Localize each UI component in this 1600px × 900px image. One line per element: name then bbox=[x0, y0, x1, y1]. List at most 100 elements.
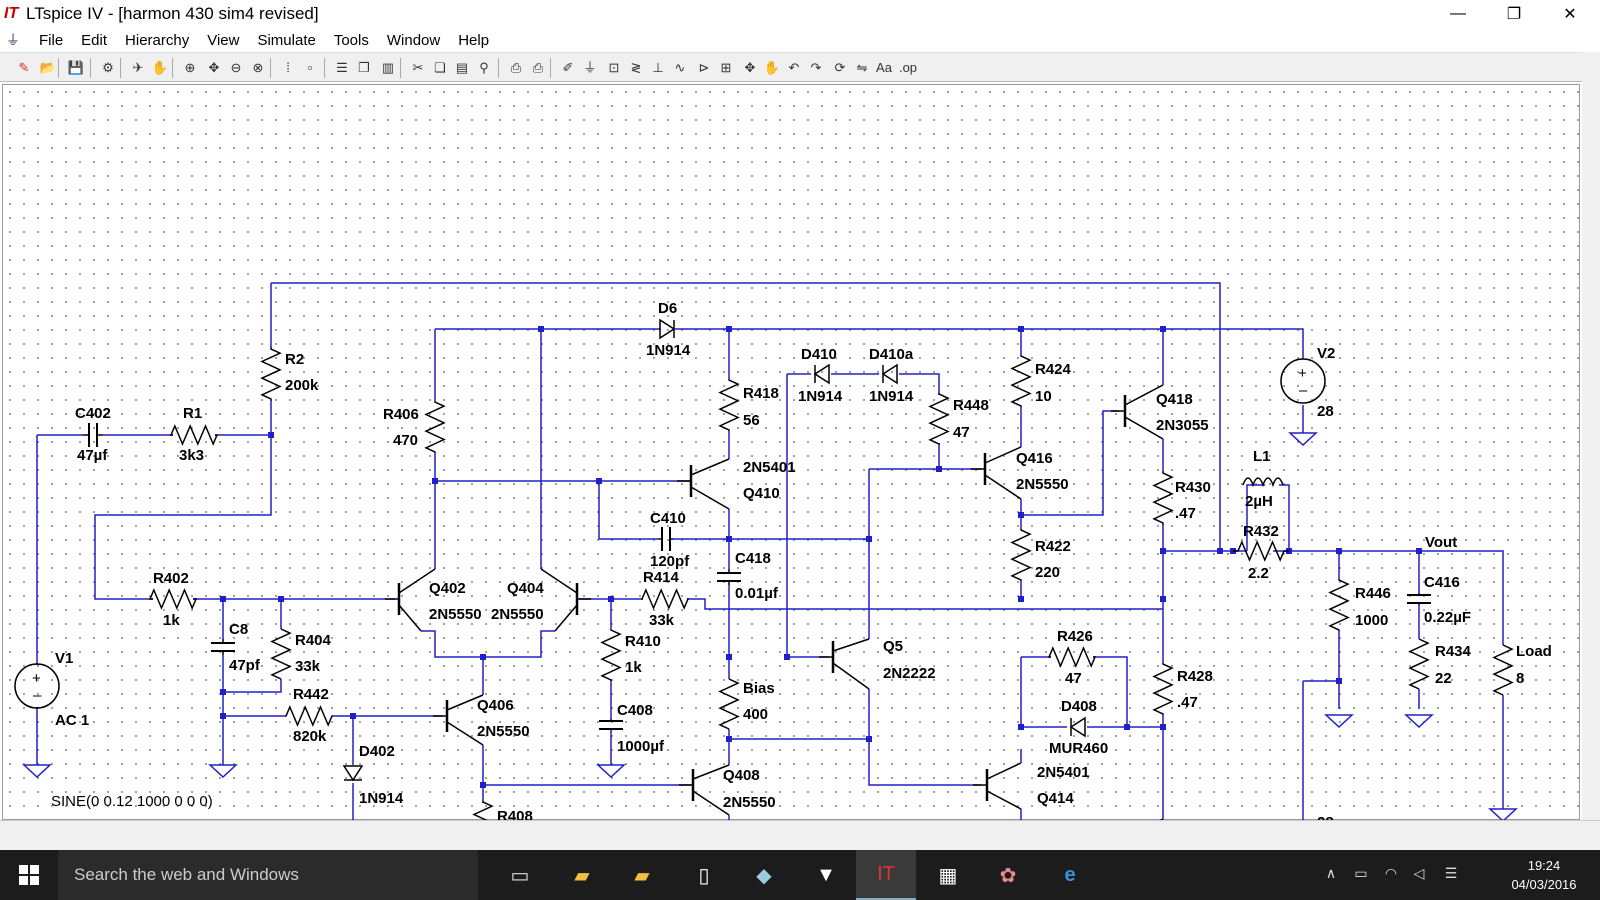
resistor-icon[interactable]: ≷ bbox=[630, 60, 642, 75]
component-icon[interactable]: ⊞ bbox=[720, 60, 732, 75]
menu-edit[interactable]: Edit bbox=[81, 31, 108, 49]
tile-horizontal-icon[interactable]: ☰ bbox=[336, 60, 348, 75]
junction-dot[interactable] bbox=[1018, 596, 1024, 602]
transistor-q408[interactable] bbox=[692, 764, 730, 780]
resistor-r428[interactable] bbox=[1152, 663, 1174, 715]
junction-dot[interactable] bbox=[1160, 326, 1166, 332]
wire[interactable] bbox=[899, 373, 940, 395]
save-icon[interactable]: 💾 bbox=[67, 60, 85, 75]
capacitor-icon[interactable]: ⊥ bbox=[652, 60, 664, 75]
transistor-q406[interactable] bbox=[446, 694, 484, 711]
spice-directive[interactable]: SINE(0 0.12 1000 0 0 0) bbox=[51, 793, 213, 810]
fit-icon[interactable]: ▫ bbox=[307, 60, 313, 75]
minimize-button[interactable]: — bbox=[1450, 5, 1466, 22]
voltage-source-v2[interactable]: – bbox=[1299, 382, 1308, 399]
wire[interactable] bbox=[728, 689, 870, 740]
transistor-q404[interactable] bbox=[554, 604, 578, 632]
junction-dot[interactable] bbox=[1336, 678, 1342, 684]
menu-simulate[interactable]: Simulate bbox=[257, 31, 316, 49]
wire[interactable] bbox=[1093, 656, 1128, 727]
zoom-fit-icon[interactable]: ⊗ bbox=[252, 60, 264, 75]
diode-d408[interactable] bbox=[1069, 716, 1086, 738]
run-icon[interactable]: ✈ bbox=[132, 60, 144, 75]
resistor-r402[interactable] bbox=[148, 588, 198, 610]
junction-dot[interactable] bbox=[1018, 724, 1024, 730]
undo-icon[interactable]: ↶ bbox=[788, 60, 800, 75]
fox-icon[interactable]: ▼ bbox=[816, 863, 836, 886]
wire[interactable] bbox=[421, 630, 555, 658]
transistor-q404[interactable] bbox=[540, 568, 578, 594]
folder-icon[interactable]: ▰ bbox=[634, 864, 650, 887]
junction-dot[interactable] bbox=[480, 654, 486, 660]
junction-dot[interactable] bbox=[784, 654, 790, 660]
label-icon[interactable]: ⊡ bbox=[608, 60, 620, 75]
resistor-r446[interactable] bbox=[1328, 579, 1350, 631]
transistor-q418[interactable] bbox=[1124, 416, 1164, 440]
resistor-r424[interactable] bbox=[1010, 355, 1032, 407]
transistor-q5[interactable] bbox=[832, 662, 870, 690]
battery-icon[interactable]: ▭ bbox=[1354, 865, 1368, 881]
resistor-r408[interactable] bbox=[472, 800, 494, 821]
ground-symbol[interactable] bbox=[208, 764, 238, 779]
voltage-source-v2[interactable]: + bbox=[1298, 365, 1307, 382]
cascade-icon[interactable]: ❐ bbox=[358, 60, 370, 75]
resistor-load[interactable] bbox=[1492, 644, 1514, 696]
transistor-q5[interactable] bbox=[832, 638, 870, 652]
vertical-scrollbar[interactable] bbox=[1582, 52, 1600, 820]
resistor-r442[interactable] bbox=[285, 705, 333, 727]
cut-icon[interactable]: ✂ bbox=[412, 60, 424, 75]
transistor-q408[interactable] bbox=[692, 790, 730, 816]
junction-dot[interactable] bbox=[1018, 326, 1024, 332]
transistor-q410[interactable] bbox=[690, 486, 730, 510]
wifi-icon[interactable]: ◠ bbox=[1384, 865, 1398, 881]
diode-icon[interactable]: ⊳ bbox=[698, 60, 710, 75]
junction-dot[interactable] bbox=[538, 326, 544, 332]
junction-dot[interactable] bbox=[1160, 548, 1166, 554]
control-panel-icon[interactable]: ⚙ bbox=[102, 60, 114, 75]
resistor-r414[interactable] bbox=[640, 588, 690, 610]
menu-window[interactable]: Window bbox=[386, 31, 441, 49]
spice-directive-icon[interactable]: .op bbox=[898, 60, 918, 75]
menu-file[interactable]: File bbox=[39, 31, 64, 49]
transistor-q416[interactable] bbox=[984, 446, 1022, 464]
resistor-bias[interactable] bbox=[718, 678, 740, 730]
ground-symbol[interactable] bbox=[22, 764, 52, 779]
menu-help[interactable]: Help bbox=[458, 31, 490, 49]
junction-dot[interactable] bbox=[220, 713, 226, 719]
zoom-in-icon[interactable]: ⊕ bbox=[184, 60, 196, 75]
transistor-q416[interactable] bbox=[984, 474, 1022, 500]
wire[interactable] bbox=[786, 374, 829, 658]
junction-dot[interactable] bbox=[1018, 512, 1024, 518]
ground-symbol[interactable] bbox=[1488, 808, 1518, 821]
resistor-r2[interactable] bbox=[260, 347, 282, 401]
windows-start-icon[interactable] bbox=[0, 850, 58, 900]
menu-tools[interactable]: Tools bbox=[333, 31, 369, 49]
junction-dot[interactable] bbox=[278, 596, 284, 602]
transistor-q418[interactable] bbox=[1124, 384, 1164, 406]
junction-dot[interactable] bbox=[1160, 596, 1166, 602]
resistor-r426[interactable] bbox=[1047, 646, 1097, 668]
resistor-r422[interactable] bbox=[1010, 529, 1032, 581]
resistor-r434[interactable] bbox=[1408, 638, 1430, 690]
paste-icon[interactable]: ▤ bbox=[455, 60, 469, 75]
junction-dot[interactable] bbox=[608, 596, 614, 602]
schematic-canvas[interactable]: +–+–+–R2200kC40247µfR13k3R406470D61N914R… bbox=[2, 84, 1580, 821]
resistor-r404[interactable] bbox=[270, 628, 292, 680]
diode-d6[interactable] bbox=[659, 318, 676, 340]
transistor-q414[interactable] bbox=[986, 762, 1022, 780]
print-icon[interactable]: ⎙ bbox=[532, 60, 544, 75]
voltage-source-v1[interactable]: + bbox=[32, 670, 41, 687]
print-preview-icon[interactable]: ⎙ bbox=[510, 60, 522, 75]
ground-symbol[interactable] bbox=[1324, 714, 1354, 729]
drag-icon[interactable]: ✋ bbox=[763, 60, 781, 75]
action-center-icon[interactable]: ☰ bbox=[1444, 865, 1458, 881]
transistor-q402[interactable] bbox=[398, 568, 436, 594]
wire[interactable] bbox=[675, 328, 1304, 359]
autoscale-icon[interactable]: ⁞ bbox=[286, 60, 290, 75]
document-menu-icon[interactable]: ⏚ bbox=[6, 32, 20, 48]
resistor-r418[interactable] bbox=[718, 379, 740, 431]
wire[interactable] bbox=[222, 655, 282, 693]
junction-dot[interactable] bbox=[936, 466, 942, 472]
ground-symbol[interactable] bbox=[1404, 714, 1434, 729]
junction-dot[interactable] bbox=[726, 536, 732, 542]
